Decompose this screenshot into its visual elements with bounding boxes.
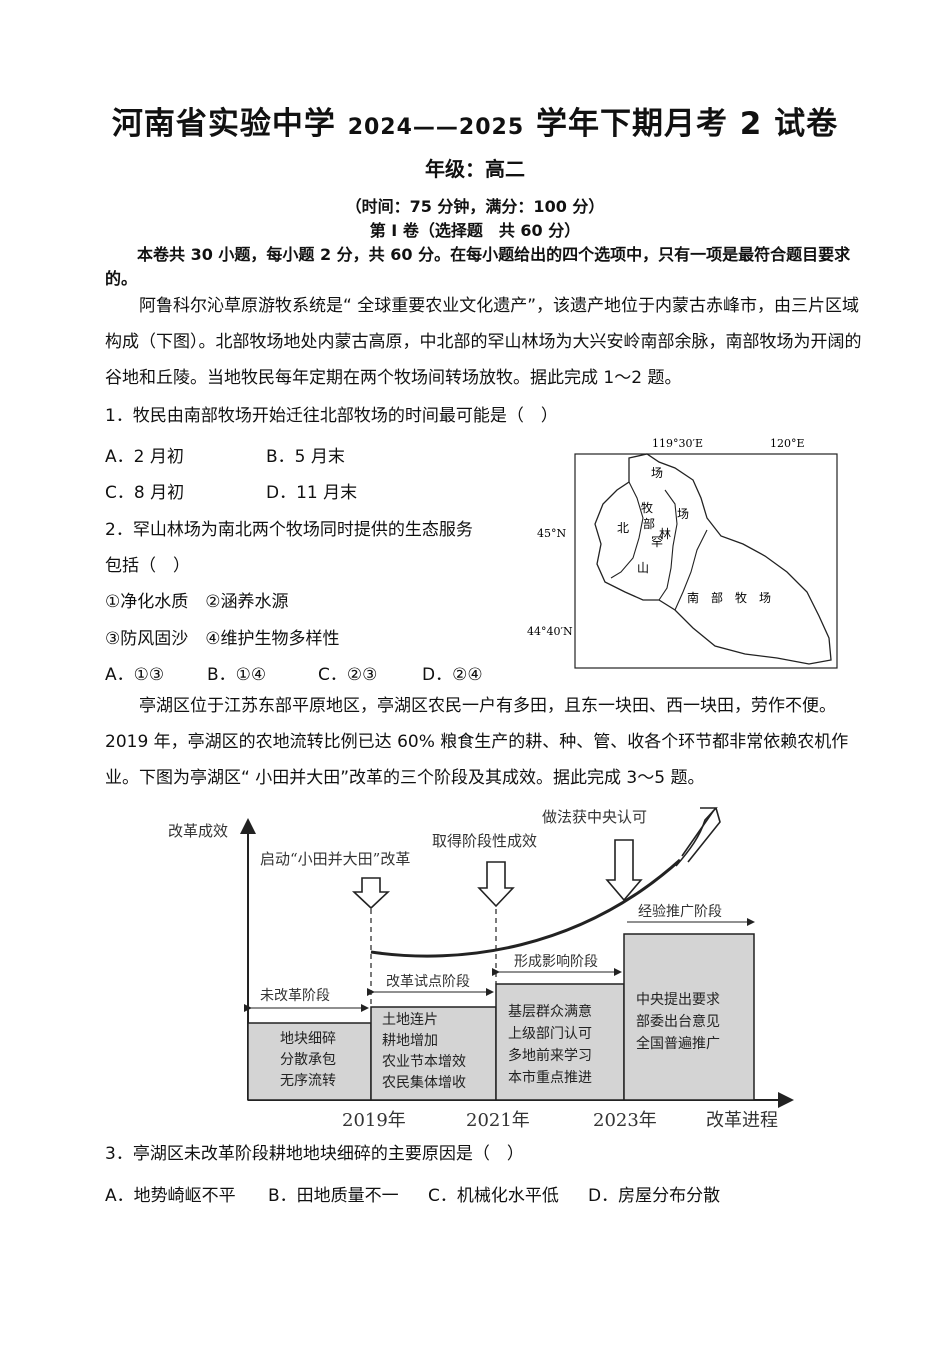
box1-text: 地块细碎 分散承包 无序流转 bbox=[280, 1031, 340, 1089]
q2-option-c[interactable]: C．②③ bbox=[318, 665, 378, 685]
stage-box-3 bbox=[495, 983, 625, 1101]
q1-option-c[interactable]: C．8 月初 bbox=[105, 483, 185, 503]
grade-label: 年级：高二 bbox=[425, 157, 525, 181]
south-pasture-boundary bbox=[674, 529, 708, 611]
north-pasture-boundary bbox=[610, 481, 644, 579]
q1-option-d[interactable]: D．11 月末 bbox=[266, 483, 358, 503]
exam-title: 河南省实验中学 2024——2025 学年下期月考 2 试卷 bbox=[0, 98, 950, 143]
title-school: 河南省实验中学 bbox=[111, 106, 348, 142]
question-3-stem: 3．亭湖区未改革阶段耕地地块细碎的主要原因是（ ） bbox=[105, 1144, 524, 1164]
map-label-4: 北 bbox=[617, 521, 629, 535]
question-2-stem-line1: 2．罕山林场为南北两个牧场同时提供的生态服务 bbox=[105, 520, 473, 540]
map-lon-2: 120°E bbox=[770, 437, 805, 450]
map-lat-1: 45°N bbox=[537, 527, 566, 540]
q2-option-d[interactable]: D．②④ bbox=[422, 665, 483, 685]
map-label-3: 场 bbox=[677, 507, 689, 521]
reform-curve bbox=[370, 858, 682, 958]
map-label-9: 南 部 牧 场 bbox=[687, 590, 771, 605]
q2-items-line1: ①净化水质 ②涵养水源 bbox=[105, 592, 289, 612]
q1-option-a[interactable]: A．2 月初 bbox=[105, 447, 184, 467]
stage2-label: 改革试点阶段 bbox=[386, 974, 470, 990]
map-lat-2: 44°40′N bbox=[527, 625, 573, 638]
q3-option-d[interactable]: D．房屋分布分散 bbox=[588, 1186, 721, 1206]
curve-arrow-outline bbox=[681, 807, 721, 863]
stage4-label: 经验推广阶段 bbox=[638, 904, 722, 920]
event-label-2: 取得阶段性成效 bbox=[432, 832, 537, 850]
event-label-1: 启动“小田并大田”改革 bbox=[260, 850, 410, 868]
box3-text: 基层群众满意 上级部门认可 多地前来学习 本市重点推进 bbox=[508, 1003, 596, 1086]
year-2019: 2019年 bbox=[342, 1110, 406, 1131]
time-info: （时间：75 分钟，满分：100 分） bbox=[345, 197, 605, 216]
box4-text: 中央提出要求 部委出台意见 全国普遍推广 bbox=[636, 992, 724, 1052]
event-arrow-2 bbox=[477, 861, 515, 908]
stage-box-4 bbox=[623, 933, 755, 1101]
q2-option-b[interactable]: B．①④ bbox=[207, 665, 267, 685]
x-axis-label: 改革进程 bbox=[706, 1110, 778, 1131]
map-frame bbox=[574, 453, 838, 669]
curve-arrowhead bbox=[675, 807, 718, 867]
forest-boundary bbox=[658, 489, 678, 601]
year-2021: 2021年 bbox=[466, 1110, 530, 1131]
passage-1-text: 阿鲁科尔沁草原游牧系统是“ 全球重要农业文化遗产”，该遗产地位于内蒙古赤峰市，由… bbox=[105, 296, 862, 388]
passage-2-text: 亭湖区位于江苏东部平原地区，亭湖区农民一户有多田，且东一块田、西一块田，劳作不便… bbox=[105, 696, 849, 788]
map-label-7: 林 bbox=[659, 527, 671, 541]
q3-option-a[interactable]: A．地势崎岖不平 bbox=[105, 1186, 236, 1206]
reform-diagram: 改革成效 改革进程 地块细碎 分散承包 无序流转 土地连片 耕地增加 农业节本增… bbox=[168, 807, 794, 1131]
box2-text: 土地连片 耕地增加 农业节本增效 农民集体增收 bbox=[382, 1012, 470, 1091]
stage-box-2 bbox=[370, 1006, 497, 1101]
year-2023: 2023年 bbox=[593, 1110, 657, 1131]
grassland-map: 119°30′E 120°E 45°N 44°40′N 场 牧 场 北 部 罕 … bbox=[527, 437, 838, 669]
title-years: 2024——2025 bbox=[347, 115, 525, 140]
q3-option-c[interactable]: C．机械化水平低 bbox=[428, 1186, 559, 1206]
map-label-1: 场 bbox=[651, 466, 663, 480]
event-label-3: 做法获中央认可 bbox=[542, 808, 647, 826]
q1-option-b[interactable]: B．5 月末 bbox=[266, 447, 345, 467]
y-axis-label: 改革成效 bbox=[168, 822, 228, 840]
stage1-label: 未改革阶段 bbox=[260, 988, 330, 1004]
map-label-8: 山 bbox=[637, 561, 649, 575]
stage3-label: 形成影响阶段 bbox=[514, 954, 598, 970]
map-lon-1: 119°30′E bbox=[652, 437, 703, 450]
title-term: 学年下期月考 2 试卷 bbox=[524, 106, 839, 142]
passage-2: 亭湖区位于江苏东部平原地区，亭湖区农民一户有多田，且东一块田、西一块田，劳作不便… bbox=[105, 688, 865, 796]
q3-option-b[interactable]: B．田地质量不一 bbox=[268, 1186, 399, 1206]
passage-1: 阿鲁科尔沁草原游牧系统是“ 全球重要农业文化遗产”，该遗产地位于内蒙古赤峰市，由… bbox=[105, 288, 865, 396]
map-label-5: 部 bbox=[643, 516, 655, 531]
map-label-6: 罕 bbox=[651, 535, 663, 549]
q2-items-line2: ③防风固沙 ④维护生物多样性 bbox=[105, 629, 340, 649]
event-arrow-3 bbox=[605, 839, 643, 902]
event-arrow-1 bbox=[351, 877, 391, 910]
question-1-stem: 1．牧民由南部牧场开始迁往北部牧场的时间最可能是（ ） bbox=[105, 406, 558, 426]
instructions: 本卷共 30 小题，每小题 2 分，共 60 分。在每小题给出的四个选项中，只有… bbox=[105, 245, 851, 288]
map-label-2: 牧 bbox=[641, 501, 653, 515]
part-heading: 第 I 卷（选择题 共 60 分） bbox=[369, 221, 581, 240]
q2-option-a[interactable]: A．①③ bbox=[105, 665, 165, 685]
region-outline bbox=[594, 453, 832, 665]
question-2-stem-line2: 包括（ ） bbox=[105, 556, 190, 576]
